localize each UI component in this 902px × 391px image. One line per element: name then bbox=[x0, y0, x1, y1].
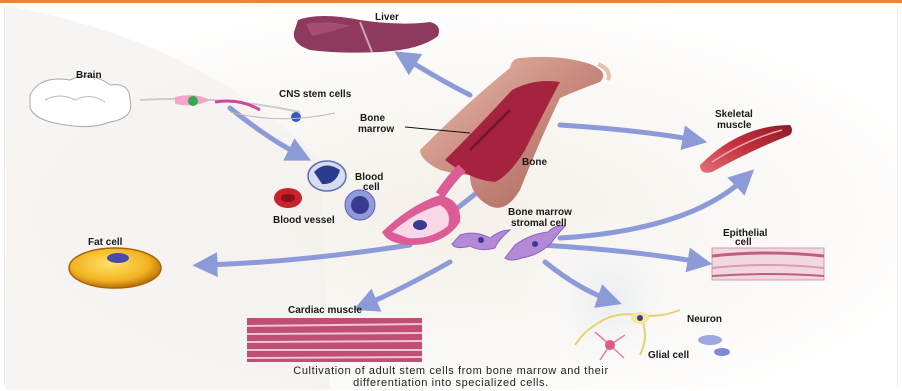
cardiac-muscle-illustration bbox=[247, 318, 422, 362]
label-epithelial-cell-line2: cell bbox=[735, 237, 752, 248]
label-bone: Bone bbox=[522, 157, 547, 168]
label-cardiac-muscle: Cardiac muscle bbox=[288, 305, 362, 316]
label-blood-vessel: Blood vessel bbox=[273, 215, 335, 226]
label-brain: Brain bbox=[76, 70, 102, 81]
label-skeletal-muscle-line1: Skeletal bbox=[715, 109, 753, 120]
label-stromal-cell-line1: Bone marrow bbox=[508, 207, 572, 218]
epithelial-cell-illustration bbox=[712, 248, 824, 280]
label-skeletal-muscle-line2: muscle bbox=[717, 120, 752, 131]
label-bone-marrow-line1: Bone bbox=[360, 113, 385, 124]
caption-line2: differentiation into specialized cells. bbox=[353, 377, 549, 389]
stromal-cell-nucleus bbox=[532, 241, 538, 247]
label-blood-cell-line2: cell bbox=[363, 182, 380, 193]
fat-cell-illustration bbox=[69, 248, 161, 288]
label-liver: Liver bbox=[375, 12, 399, 23]
stromal-cell-nucleus bbox=[478, 237, 484, 243]
label-fat-cell: Fat cell bbox=[88, 237, 123, 248]
label-neuron: Neuron bbox=[687, 314, 722, 325]
label-glial-cell: Glial cell bbox=[648, 350, 689, 361]
label-cns-stem-cells: CNS stem cells bbox=[279, 89, 352, 100]
label-stromal-cell-line2: stromal cell bbox=[511, 218, 567, 229]
caption-line1: Cultivation of adult stem cells from bon… bbox=[293, 365, 608, 377]
label-bone-marrow-line2: marrow bbox=[358, 124, 394, 135]
